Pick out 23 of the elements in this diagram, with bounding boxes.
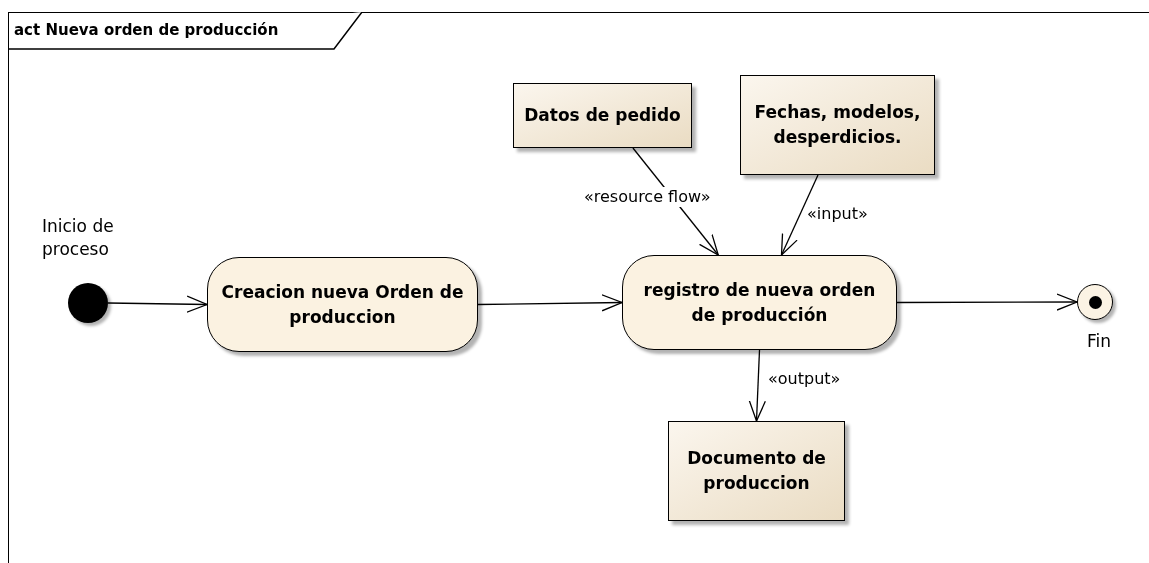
arrow [780, 174, 819, 256]
action-box [207, 257, 478, 352]
node-label: Documento de produccion [686, 447, 827, 495]
diagram-title: act Nueva orden de producción [14, 20, 279, 41]
initial-node [68, 283, 108, 323]
node-caption: Inicio de proceso [42, 215, 115, 261]
arrow [477, 294, 623, 312]
node-caption: Fin [1087, 330, 1112, 353]
edge-label: «output» [767, 369, 842, 389]
arrow [896, 293, 1078, 311]
node-label: Creacion nueva Orden de produccion [220, 280, 465, 329]
node-label: Fechas, modelos, desperdicios. [753, 101, 922, 149]
edge-label: «input» [806, 204, 869, 224]
node-label: registro de nueva orden de producción [642, 278, 877, 327]
action-box [622, 255, 897, 350]
edge-label: «resource flow» [583, 187, 712, 207]
node-label: Datos de pedido [524, 104, 681, 127]
object-box [668, 421, 845, 521]
object-box [740, 75, 935, 175]
final-node [1077, 284, 1113, 320]
arrow [748, 349, 766, 422]
arrow [107, 295, 208, 313]
object-box [513, 83, 692, 148]
